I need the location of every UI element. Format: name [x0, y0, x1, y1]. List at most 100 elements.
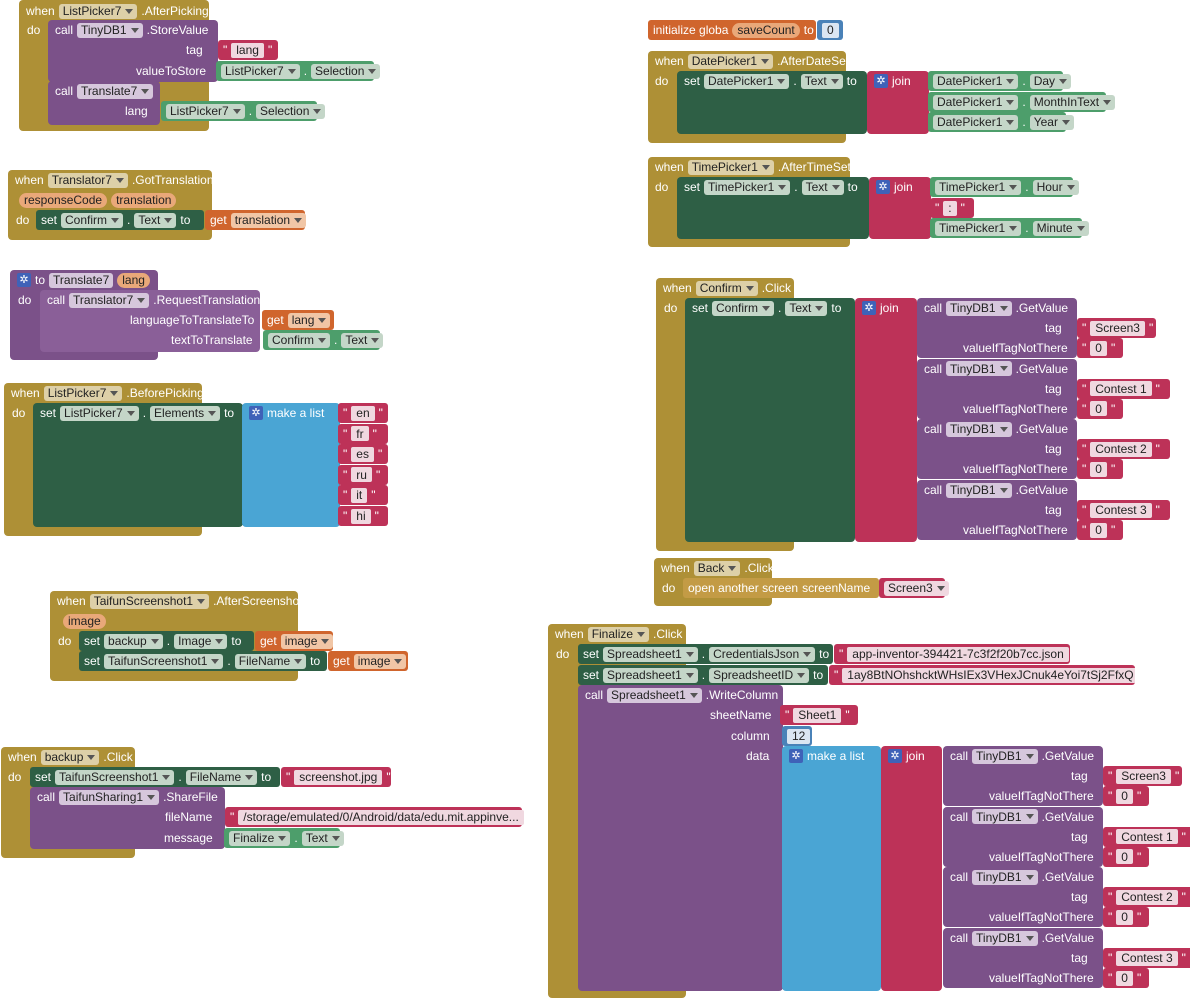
- text-block[interactable]: "1ay8BtNOhshcktWHsIEx3VHexJCnuk4eYoi7tSj…: [829, 665, 1135, 685]
- getter-confirm-text[interactable]: Confirm. Text: [263, 330, 384, 350]
- get-variable-image[interactable]: get image: [255, 631, 334, 651]
- get-variable-image[interactable]: get image: [328, 651, 408, 671]
- number-block[interactable]: 0: [817, 20, 843, 40]
- setter-backup-image[interactable]: set backup. Image to: [79, 631, 254, 651]
- list-item-text: it: [351, 487, 368, 503]
- list-item-text: hi: [351, 508, 371, 524]
- text-block[interactable]: "0": [1077, 398, 1123, 419]
- text-block[interactable]: "en": [338, 403, 388, 423]
- getter-timepicker1-hour[interactable]: TimePicker1. Hour: [930, 177, 1079, 197]
- param-image[interactable]: image: [63, 613, 106, 629]
- number-block[interactable]: 12: [782, 726, 812, 746]
- make-a-list-block[interactable]: [782, 746, 881, 991]
- component-dropdown[interactable]: Spreadsheet1: [607, 687, 702, 703]
- component-dropdown[interactable]: Confirm: [695, 280, 758, 296]
- component-dropdown[interactable]: Finalize: [587, 626, 650, 642]
- data-label: data: [746, 749, 770, 763]
- setter-spreadsheet1-credentialsjson[interactable]: set Spreadsheet1. CredentialsJson to: [578, 644, 833, 664]
- getter-timepicker1-minute[interactable]: TimePicker1. Minute: [930, 218, 1089, 238]
- getter-datepicker1-monthintext[interactable]: DatePicker1. MonthInText: [928, 92, 1116, 112]
- make-a-list-block[interactable]: [242, 403, 340, 527]
- setter-spreadsheet1-spreadsheetid[interactable]: set Spreadsheet1. SpreadsheetID to: [578, 665, 828, 685]
- text-block[interactable]: "Contest 2": [1077, 439, 1170, 460]
- component-dropdown[interactable]: ListPicker7: [58, 3, 138, 19]
- text-block[interactable]: "Contest 2": [1103, 887, 1190, 908]
- setter-confirm-text[interactable]: set Confirm. Text to: [36, 210, 204, 230]
- procedure-name[interactable]: Translate7: [49, 272, 114, 288]
- text-block[interactable]: "Sheet1": [780, 705, 858, 725]
- getter-finalize-text[interactable]: Finalize. Text: [224, 828, 344, 848]
- get-variable-translation[interactable]: get translation: [205, 210, 307, 230]
- text-block[interactable]: "0": [1077, 338, 1123, 358]
- text-block[interactable]: "hi": [338, 506, 388, 526]
- gear-icon[interactable]: ✲: [17, 273, 31, 287]
- text-block[interactable]: "0": [1077, 459, 1123, 480]
- text-block[interactable]: "0": [1103, 907, 1149, 928]
- component-dropdown[interactable]: ListPicker7: [43, 385, 123, 401]
- component-dropdown[interactable]: TaifunScreenshot1: [89, 593, 210, 609]
- text-block[interactable]: "Contest 1": [1103, 826, 1190, 847]
- param-translation[interactable]: translation: [111, 192, 177, 208]
- gear-icon[interactable]: ✲: [789, 749, 803, 763]
- gear-icon[interactable]: ✲: [874, 74, 888, 88]
- component-dropdown[interactable]: TinyDB1: [972, 869, 1038, 885]
- screen-dropdown-block[interactable]: Screen3: [879, 578, 949, 598]
- setter-taifunscreenshot1-filename[interactable]: set TaifunScreenshot1. FileName to: [79, 651, 327, 671]
- text-block[interactable]: "Contest 1": [1077, 378, 1170, 399]
- component-dropdown[interactable]: backup: [40, 749, 100, 765]
- text-block[interactable]: "0": [1103, 786, 1149, 806]
- text-block[interactable]: "lang": [218, 40, 278, 60]
- text-block[interactable]: "ru": [338, 464, 388, 485]
- gear-icon[interactable]: ✲: [876, 180, 890, 194]
- component-dropdown[interactable]: Back: [693, 560, 741, 576]
- text-block[interactable]: "screenshot.jpg": [281, 767, 391, 787]
- text-block[interactable]: "es": [338, 444, 388, 465]
- text-block-colon[interactable]: ":": [930, 198, 974, 218]
- getter-listpicker7-selection[interactable]: ListPicker7. Selection: [161, 101, 326, 121]
- text-block[interactable]: "app-inventor-394421-7c3f2f20b7cc.json: [834, 644, 1070, 664]
- procedure-dropdown[interactable]: Translate7: [77, 83, 154, 99]
- setter-confirm-text[interactable]: [685, 298, 855, 542]
- initialize-global-savecount[interactable]: initialize globa saveCount to: [648, 20, 816, 40]
- gear-icon[interactable]: ✲: [249, 406, 263, 420]
- global-name[interactable]: saveCount: [732, 22, 800, 38]
- setter-taifunscreenshot1-filename[interactable]: set TaifunScreenshot1. FileName to: [30, 767, 280, 787]
- component-dropdown[interactable]: TinyDB1: [972, 930, 1038, 946]
- text-block[interactable]: "it": [338, 485, 388, 506]
- text-block[interactable]: "0": [1077, 520, 1123, 541]
- text-block[interactable]: "/storage/emulated/0/Android/data/edu.mi…: [225, 807, 524, 827]
- text-block[interactable]: "Contest 3": [1103, 948, 1190, 969]
- text-block[interactable]: "0": [1103, 968, 1149, 989]
- component-dropdown[interactable]: TinyDB1: [972, 809, 1038, 825]
- text-block[interactable]: "Screen3": [1077, 318, 1156, 338]
- component-dropdown[interactable]: DatePicker1: [687, 53, 774, 69]
- getter-datepicker1-day[interactable]: DatePicker1. Day: [928, 71, 1072, 91]
- setter-listpicker7-elements[interactable]: [33, 403, 243, 527]
- component-dropdown[interactable]: Translator7: [69, 292, 150, 308]
- component-dropdown[interactable]: Translator7: [47, 172, 128, 188]
- component-dropdown[interactable]: TinyDB1: [946, 361, 1012, 377]
- param-responsecode[interactable]: responseCode: [19, 192, 108, 208]
- join-block[interactable]: [881, 746, 942, 991]
- call-spreadsheet1-writecolumn[interactable]: [578, 685, 783, 991]
- text-block[interactable]: "Screen3": [1103, 766, 1182, 786]
- component-dropdown[interactable]: TinyDB1: [946, 300, 1012, 316]
- gear-icon[interactable]: ✲: [862, 301, 876, 315]
- param-lang[interactable]: lang: [117, 272, 150, 288]
- tag-label: tag: [1071, 951, 1088, 966]
- getter-datepicker1-year[interactable]: DatePicker1. Year: [928, 112, 1074, 132]
- join-block[interactable]: [855, 298, 917, 542]
- get-variable-lang[interactable]: get lang: [262, 310, 334, 330]
- component-dropdown[interactable]: TinyDB1: [946, 421, 1012, 437]
- text-block[interactable]: "fr": [338, 423, 388, 444]
- text-block[interactable]: "Contest 3": [1077, 500, 1170, 521]
- component-dropdown[interactable]: TinyDB1: [77, 22, 143, 38]
- component-dropdown[interactable]: TinyDB1: [972, 748, 1038, 764]
- text-block[interactable]: "0": [1103, 846, 1149, 867]
- component-dropdown[interactable]: TinyDB1: [946, 482, 1012, 498]
- getter-listpicker7-selection[interactable]: ListPicker7. Selection: [216, 61, 381, 81]
- component-dropdown[interactable]: TaifunSharing1: [59, 789, 160, 805]
- gear-icon[interactable]: ✲: [888, 749, 902, 763]
- component-dropdown[interactable]: TimePicker1: [687, 159, 774, 175]
